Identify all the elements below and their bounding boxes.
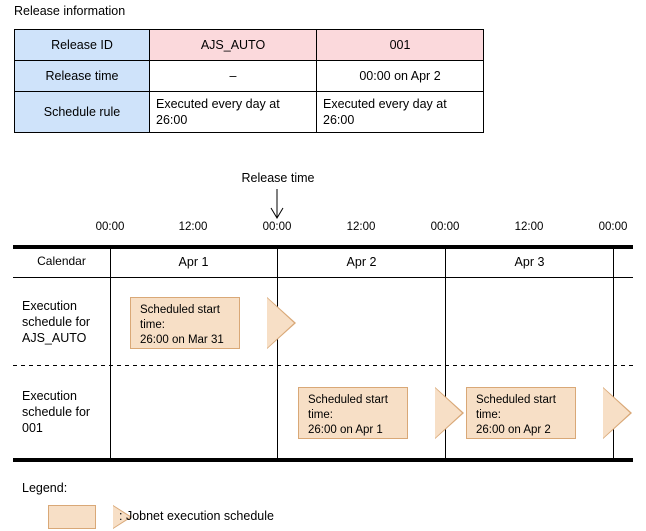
row-label-release-time: Release time xyxy=(14,60,150,92)
jobnet-schedule-chevron-001-apr1[interactable]: Scheduled start time: 26:00 on Apr 1 xyxy=(298,387,464,439)
row-label-release-id: Release ID xyxy=(14,29,150,61)
timeline-divider-3 xyxy=(613,249,614,458)
timeline-divider-0 xyxy=(110,249,111,458)
timeline-divider-1 xyxy=(277,249,278,458)
chevron-line-2: time: xyxy=(308,409,333,421)
tick-label-1: 12:00 xyxy=(178,221,208,233)
cell-release-id-001: 001 xyxy=(316,29,484,61)
chevron-line-1: Scheduled start xyxy=(140,304,220,316)
tick-label-0: 00:00 xyxy=(95,221,125,233)
table-row: Release ID AJS_AUTO 001 xyxy=(14,29,484,61)
table-row: Release time – 00:00 on Apr 2 xyxy=(14,60,484,92)
cell-release-time-001: 00:00 on Apr 2 xyxy=(316,60,484,92)
release-information-caption: Release information xyxy=(14,4,126,18)
table-row: Schedule rule Executed every day at 26:0… xyxy=(14,91,484,133)
release-time-marker-label: Release time xyxy=(241,171,315,185)
tick-label-4: 00:00 xyxy=(430,221,460,233)
schedule-rows-divider xyxy=(13,365,633,366)
release-time-down-arrow-icon xyxy=(270,189,284,219)
chevron-line-1: Scheduled start xyxy=(476,394,556,406)
tick-label-2: 00:00 xyxy=(262,221,292,233)
day-label-apr-1: Apr 1 xyxy=(178,255,209,269)
timeline-bottom-rule xyxy=(13,458,633,462)
row-label-execution-schedule-001: Execution schedule for 001 xyxy=(22,389,91,435)
chevron-line-1: Scheduled start xyxy=(308,394,388,406)
legend-entry-label: : Jobnet execution schedule xyxy=(119,509,274,523)
day-label-apr-3: Apr 3 xyxy=(514,255,545,269)
jobnet-schedule-chevron-001-apr2[interactable]: Scheduled start time: 26:00 on Apr 2 xyxy=(466,387,632,439)
timeline-divider-2 xyxy=(445,249,446,458)
row-label-schedule-rule: Schedule rule xyxy=(14,91,150,133)
calendar-row-rule xyxy=(13,277,633,278)
release-information-table: Release ID AJS_AUTO 001 Release time – 0… xyxy=(14,29,484,133)
legend-chevron-swatch xyxy=(48,505,132,529)
timeline-top-rule xyxy=(13,245,633,249)
row-label-execution-schedule-ajs-auto: Execution schedule for AJS_AUTO xyxy=(22,299,91,345)
cell-schedule-rule-001: Executed every day at 26:00 xyxy=(316,91,484,133)
tick-label-6: 00:00 xyxy=(598,221,628,233)
cell-release-id-ajs-auto: AJS_AUTO xyxy=(149,29,317,61)
chevron-text: Scheduled start time: 26:00 on Mar 31 xyxy=(140,303,224,348)
chevron-line-3: 26:00 on Mar 31 xyxy=(140,334,224,346)
chevron-text: Scheduled start time: 26:00 on Apr 1 xyxy=(308,393,388,438)
tick-label-3: 12:00 xyxy=(346,221,376,233)
day-label-apr-2: Apr 2 xyxy=(346,255,377,269)
calendar-row-header: Calendar xyxy=(37,254,86,268)
chevron-line-2: time: xyxy=(140,319,165,331)
jobnet-schedule-chevron-ajs-auto-mar31[interactable]: Scheduled start time: 26:00 on Mar 31 xyxy=(130,297,296,349)
chevron-line-3: 26:00 on Apr 2 xyxy=(476,424,551,436)
cell-release-time-ajs-auto: – xyxy=(149,60,317,92)
cell-schedule-rule-ajs-auto: Executed every day at 26:00 xyxy=(149,91,317,133)
chevron-line-3: 26:00 on Apr 1 xyxy=(308,424,383,436)
chevron-text: Scheduled start time: 26:00 on Apr 2 xyxy=(476,393,556,438)
chevron-line-2: time: xyxy=(476,409,501,421)
tick-label-5: 12:00 xyxy=(514,221,544,233)
legend-caption: Legend: xyxy=(22,481,68,495)
